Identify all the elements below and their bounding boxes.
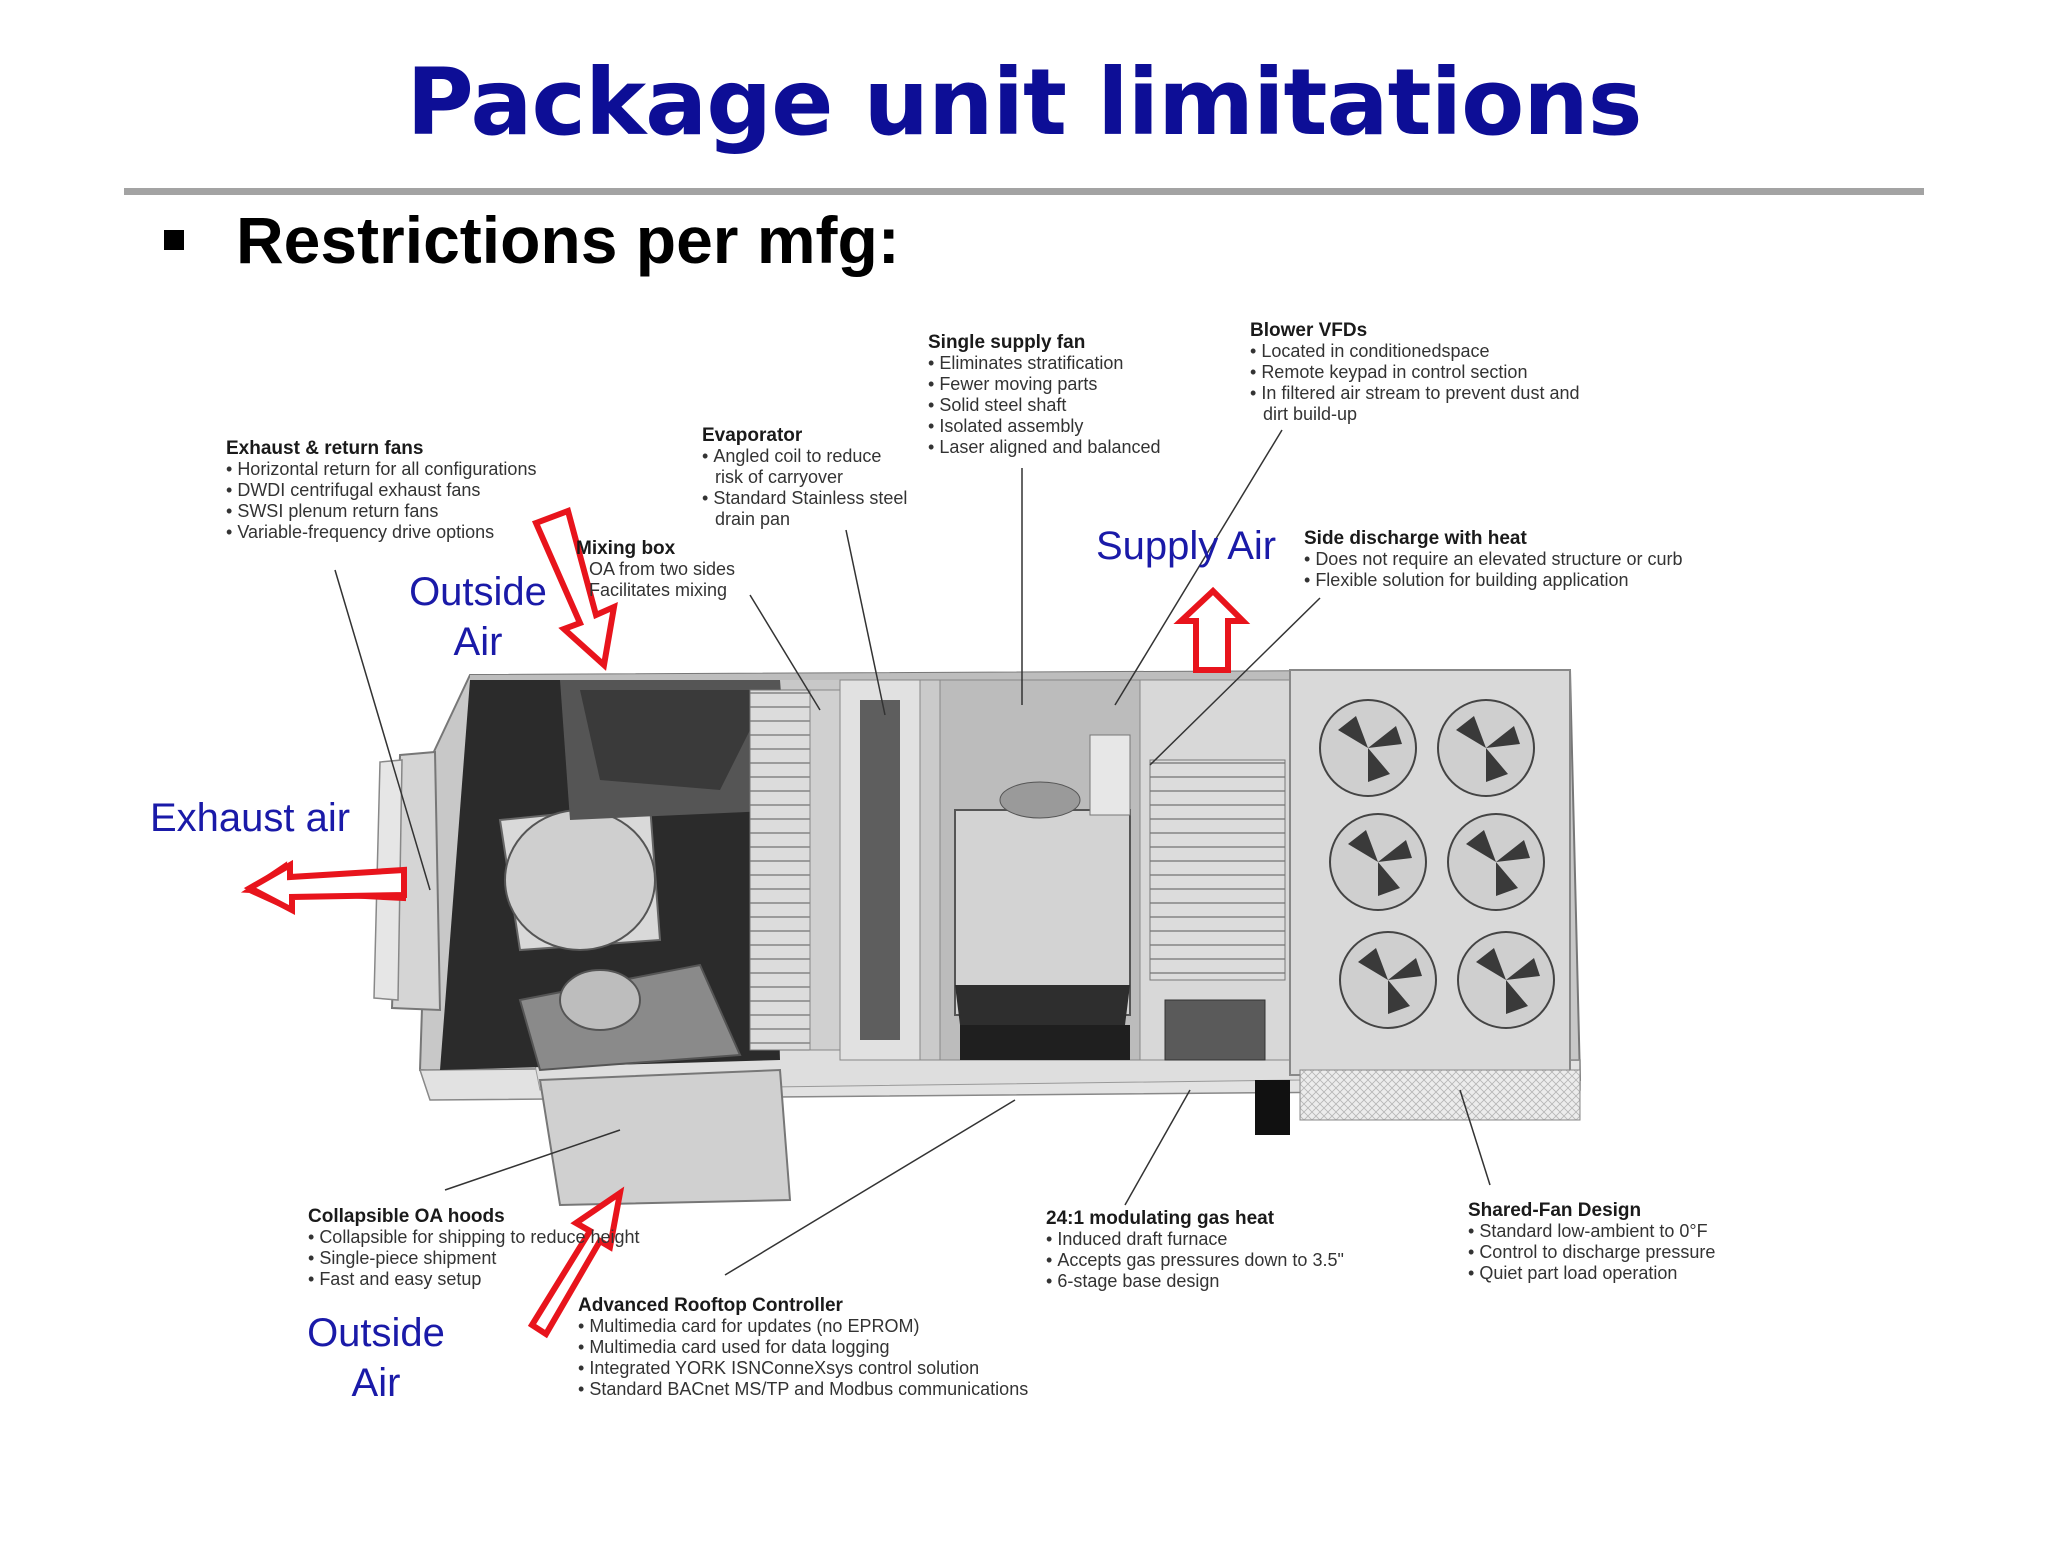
outside-air-label-top: Outside Air [409,570,547,664]
callout-item: Standard low-ambient to 0°F [1468,1221,1715,1242]
callout-item: SWSI plenum return fans [226,501,536,522]
exhaust-air-arrow-shape [243,859,407,915]
callout-item: Facilitates mixing [589,580,728,600]
callout-item: Multimedia card used for data logging [578,1337,1028,1358]
callout-modulating-gas-heat: 24:1 modulating gas heat Induced draft f… [1046,1208,1344,1292]
oa-hood-bottom [538,1068,792,1207]
callout-advanced-rooftop-controller: Advanced Rooftop Controller Multimedia c… [578,1295,1028,1400]
callout-item: Remote keypad in control section [1250,362,1579,383]
evaporator-section [839,679,941,1061]
condenser-section [1289,669,1581,1121]
title-divider [124,188,1924,195]
callout-title: Shared-Fan Design [1468,1200,1642,1221]
callout-item: Flexible solution for building applicati… [1304,570,1683,591]
outside-air-arrow-top [531,507,618,671]
callout-blower-vfds: Blower VFDs Located in conditionedspace … [1250,320,1579,425]
callout-title: Collapsible OA hoods [308,1206,505,1227]
callout-item: Isolated assembly [928,416,1161,437]
callout-item: Control to discharge pressure [1468,1242,1715,1263]
supply-fan-section [939,679,1141,1061]
callout-title: Single supply fan [928,332,1086,353]
supply-air-label: Supply Air [1096,524,1277,568]
callout-title: Evaporator [702,425,803,446]
callout-side-discharge: Side discharge with heat Does not requir… [1304,528,1683,591]
callout-item: 6-stage base design [1046,1271,1344,1292]
callout-mixing-box: Mixing box OA from two sides Facilitates… [576,538,735,601]
callout-item: Solid steel shaft [928,395,1161,416]
callout-item: Accepts gas pressures down to 3.5" [1046,1250,1344,1271]
callout-item: In filtered air stream to prevent dust a… [1250,383,1579,404]
callout-item: Laser aligned and balanced [928,437,1160,458]
callout-title: Side discharge with heat [1304,528,1527,549]
callout-title: 24:1 modulating gas heat [1046,1208,1275,1229]
exhaust-air-label: Exhaust air [150,796,351,840]
callout-title: Advanced Rooftop Controller [578,1295,843,1316]
callout-item: DWDI centrifugal exhaust fans [226,480,536,501]
callout-title: Exhaust & return fans [226,438,424,459]
callout-item: Single-piece shipment [308,1248,640,1269]
callout-item: Located in conditionedspace [1250,341,1579,362]
callout-item: Standard BACnet MS/TP and Modbus communi… [578,1379,1028,1400]
callout-exhaust-return-fans: Exhaust & return fans Horizontal return … [226,438,536,543]
callout-item: Fast and easy setup [308,1269,640,1290]
bullet-marker [164,230,184,250]
callout-shared-fan-design: Shared-Fan Design Standard low-ambient t… [1468,1200,1715,1284]
callout-item: Multimedia card for updates (no EPROM) [578,1316,1028,1337]
callout-item: Standard Stainless steel [702,488,907,509]
outside-air-label-bottom: Outside Air [307,1311,445,1405]
callout-item: dirt build-up [1263,404,1358,424]
callout-item: Quiet part load operation [1468,1263,1715,1284]
callout-item: drain pan [715,509,791,529]
callout-title: Mixing box [576,538,676,559]
callout-single-supply-fan: Single supply fan Eliminates stratificat… [928,332,1161,458]
callout-item: Does not require an elevated structure o… [1304,549,1682,570]
callout-title: Blower VFDs [1250,320,1368,341]
callout-leader-lines [334,429,1491,1276]
slide-title: Package unit limitations [406,49,1642,156]
callout-item: Fewer moving parts [928,374,1161,395]
callout-collapsible-oa-hoods: Collapsible OA hoods Collapsible for shi… [308,1206,640,1290]
supply-air-arrow [1173,586,1251,673]
callout-item: Angled coil to reduce [702,446,907,467]
callout-item: Collapsible for shipping to reduce heigh… [308,1227,639,1248]
callout-item: Horizontal return for all configurations [226,459,536,480]
callout-evaporator: Evaporator Angled coil to reduce risk of… [702,425,907,530]
callout-item: OA from two sides [589,559,736,579]
slide-subtitle: Restrictions per mfg: [236,203,900,277]
mixing-box-section [560,680,841,1051]
gas-heat-section [1139,679,1291,1135]
callout-item: risk of carryover [715,467,844,487]
callout-item: Integrated YORK ISNConneXsys control sol… [578,1358,1028,1379]
callout-item: Variable-frequency drive options [226,522,536,543]
callout-item: Induced draft furnace [1046,1229,1344,1250]
callout-item: Eliminates stratification [928,353,1161,374]
